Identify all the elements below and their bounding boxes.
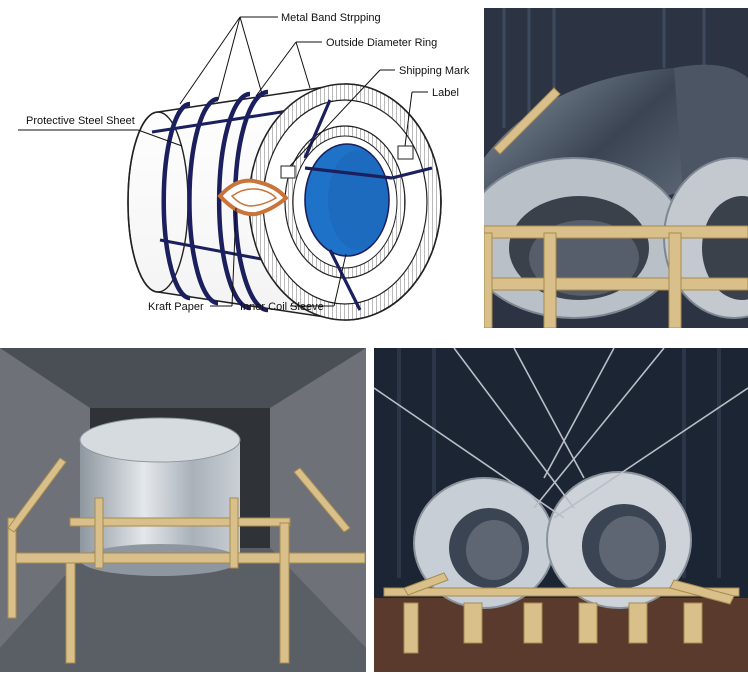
coil-diagram-svg: Metal Band Strpping Outside Diameter Rin…: [18, 12, 470, 321]
label-box: [397, 145, 414, 160]
shipping-mark-box: [280, 165, 296, 179]
kraft-paper-label: Kraft Paper: [148, 301, 204, 313]
outside-ring-label: Outside Diameter Ring: [326, 37, 437, 49]
label-callout: Label: [432, 87, 459, 99]
metal-band-straps: [161, 89, 269, 313]
inner-sleeve-label: Inner Coil Sleeve: [240, 301, 324, 313]
photo-two-coils-lashed: [374, 348, 748, 672]
coil-packing-diagram: Metal Band Strpping Outside Diameter Rin…: [0, 0, 478, 335]
shipping-mark-label: Shipping Mark: [399, 65, 470, 77]
metal-band-label: Metal Band Strpping: [281, 12, 381, 24]
protective-sheet-label: Protective Steel Sheet: [26, 115, 135, 127]
photo-single-coil-wood-frame: [0, 348, 366, 672]
photo-coils-in-container: [484, 8, 748, 328]
